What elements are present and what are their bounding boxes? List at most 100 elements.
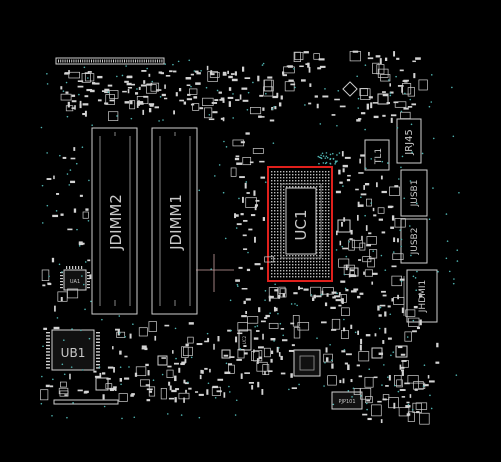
- crystal-top-right[interactable]: [342, 81, 358, 97]
- passive-pad: [379, 58, 382, 65]
- passive-pad: [280, 328, 285, 330]
- connector-rj45[interactable]: JRJ45: [396, 118, 422, 164]
- bga-ball: [274, 198, 276, 200]
- passive-pad: [335, 190, 341, 194]
- chip-pin: [46, 332, 50, 334]
- passive-pad: [79, 194, 83, 197]
- bga-ball: [325, 264, 327, 266]
- passive-pad: [259, 160, 265, 163]
- passive-pad: [209, 368, 211, 373]
- bga-ball: [271, 207, 273, 209]
- passive-pad: [391, 215, 395, 221]
- via: [235, 227, 238, 229]
- bga-ball: [298, 270, 300, 272]
- component: [294, 52, 304, 61]
- bga-ball: [292, 180, 294, 182]
- chip-uc2[interactable]: UC2: [238, 329, 252, 351]
- connector-usb1[interactable]: JUSB1: [400, 169, 428, 217]
- chip-bottom-center[interactable]: [293, 349, 321, 377]
- top-edge-connector[interactable]: [55, 57, 165, 65]
- passive-pad: [368, 232, 372, 235]
- passive-pad: [373, 214, 377, 217]
- bga-ball: [316, 207, 318, 209]
- bga-ball: [283, 243, 285, 245]
- passive-pad: [255, 330, 260, 332]
- passive-components[interactable]: [40, 50, 440, 425]
- connector-usb2[interactable]: JUSB2: [400, 218, 428, 264]
- bga-ball: [319, 243, 321, 245]
- via: [214, 396, 217, 399]
- bga-ball: [277, 276, 279, 278]
- bga-ball: [283, 225, 285, 227]
- transformer-tl1[interactable]: TL1: [364, 139, 390, 171]
- via: [338, 152, 341, 154]
- bga-ball: [286, 186, 288, 188]
- passive-pad: [339, 379, 342, 384]
- chip-pin: [87, 281, 90, 283]
- bga-ball: [322, 234, 324, 236]
- passive-pad: [77, 80, 84, 83]
- passive-pad: [338, 304, 342, 307]
- bga-ball: [328, 276, 330, 278]
- chip-ub1[interactable]: UB1: [46, 329, 100, 371]
- passive-pad: [254, 263, 261, 266]
- via: [228, 385, 230, 388]
- via: [205, 86, 208, 89]
- via: [404, 92, 406, 95]
- passive-pad: [388, 205, 394, 208]
- passive-pad: [262, 217, 266, 221]
- via: [225, 146, 228, 148]
- passive-pad: [240, 373, 243, 379]
- passive-pad: [199, 374, 202, 380]
- chip-pin: [96, 364, 100, 366]
- passive-pad: [397, 294, 399, 300]
- via: [389, 92, 392, 94]
- via: [409, 180, 412, 182]
- bga-ball: [304, 171, 306, 173]
- bga-ball: [322, 228, 324, 230]
- via: [72, 401, 74, 404]
- jumper-pjp101[interactable]: PJP101: [331, 391, 363, 410]
- bga-ball: [319, 189, 321, 191]
- chip-pin: [96, 348, 100, 350]
- bga-ball: [316, 195, 318, 197]
- bga-ball: [310, 255, 312, 257]
- bga-ball: [274, 234, 276, 236]
- passive-pad: [82, 103, 89, 106]
- bga-ball: [328, 234, 330, 236]
- connector-hdmi[interactable]: JHDMI1: [403, 269, 438, 323]
- chip-pin: [96, 332, 100, 334]
- passive-pad: [196, 72, 201, 75]
- component: [95, 377, 109, 391]
- chip-ua1[interactable]: UA1: [60, 266, 90, 291]
- bga-ball: [277, 198, 279, 200]
- passive-pad: [87, 71, 92, 73]
- bga-ball: [271, 234, 273, 236]
- component: [230, 167, 237, 177]
- dimm-slot-1[interactable]: JDIMM1: [151, 127, 198, 315]
- component: [408, 317, 420, 327]
- chip-pin: [46, 348, 50, 350]
- bga-ball: [304, 186, 306, 188]
- bga-ball: [316, 234, 318, 236]
- passive-pad: [390, 114, 397, 117]
- passive-pad: [254, 206, 257, 211]
- bottom-edge-connector[interactable]: [53, 399, 119, 405]
- passive-pad: [54, 305, 56, 312]
- bga-ball: [307, 174, 309, 176]
- bga-ball: [328, 195, 330, 197]
- bga-ball: [295, 180, 297, 182]
- dimm-slot-2[interactable]: JDIMM2: [91, 127, 138, 315]
- via: [336, 124, 338, 127]
- bga-ball: [289, 180, 291, 182]
- passive-pad: [339, 105, 346, 108]
- passive-pad: [404, 382, 410, 385]
- passive-pad: [51, 257, 55, 263]
- bga-ball: [310, 174, 312, 176]
- bga-ball: [277, 273, 279, 275]
- bga-ball: [277, 183, 279, 185]
- cpu-uc1[interactable]: UC1: [267, 166, 333, 282]
- via: [232, 117, 234, 119]
- component: [418, 382, 426, 389]
